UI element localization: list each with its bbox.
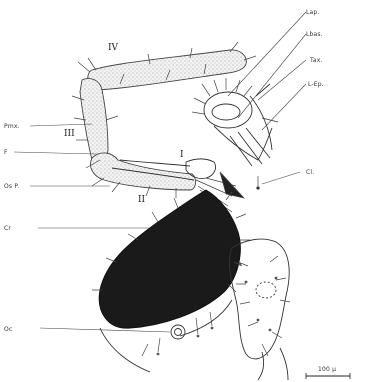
label-tax: Tax. bbox=[309, 57, 323, 64]
label-cl: Cl. bbox=[306, 169, 314, 176]
label-pmx: Pmx. bbox=[4, 123, 20, 130]
label-cr: Cr bbox=[4, 225, 11, 232]
segment-label-iv: IV bbox=[108, 43, 119, 53]
label-f: F bbox=[4, 149, 8, 156]
label-lap: Lap. bbox=[306, 9, 320, 16]
label-lbas: Lbas. bbox=[306, 31, 323, 38]
label-osp: Os P. bbox=[4, 183, 19, 190]
scale-bar-label: 100 µ bbox=[318, 366, 336, 373]
scale-bar: 100 µ bbox=[306, 366, 350, 379]
palp-segment-iv bbox=[88, 50, 247, 90]
segment-label-ii: II bbox=[138, 195, 146, 205]
labrum-tegula-complex bbox=[192, 78, 278, 190]
segment-label-i: I bbox=[180, 150, 184, 160]
label-oc: Oc bbox=[4, 326, 12, 333]
segment-label-iii: III bbox=[64, 129, 75, 139]
label-lep: L-Ep. bbox=[308, 81, 324, 88]
